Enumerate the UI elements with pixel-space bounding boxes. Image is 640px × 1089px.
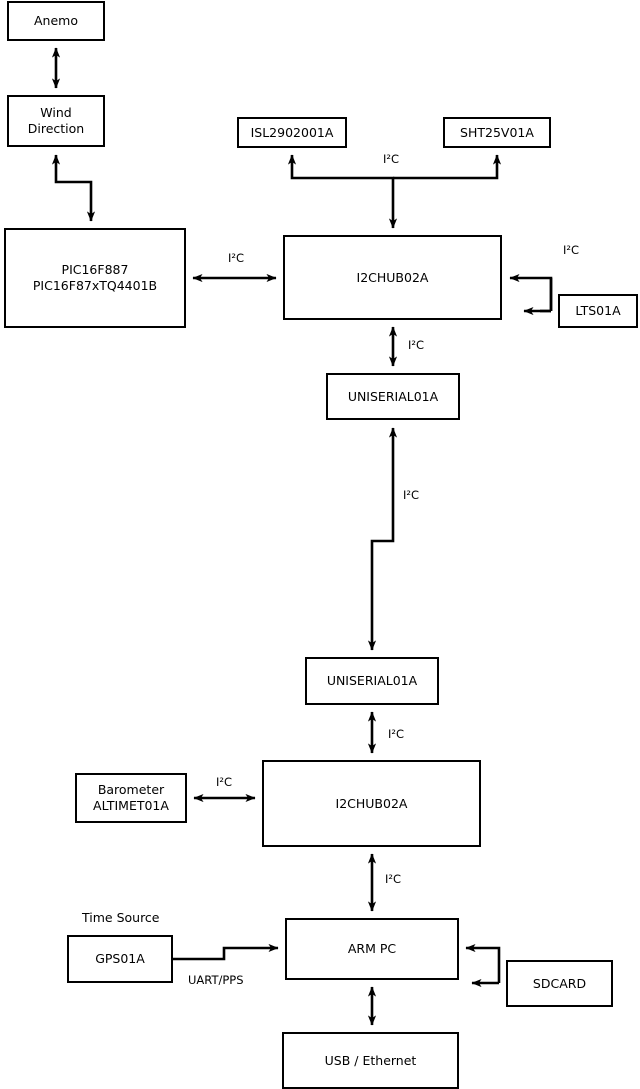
label-time-source: Time Source bbox=[82, 910, 160, 925]
edge-label-hub-lts-i2c: I²C bbox=[563, 243, 580, 257]
edge-hubtop-bus bbox=[287, 154, 398, 229]
node-lts01a[interactable]: LTS01A bbox=[558, 294, 638, 328]
node-pic-mcu[interactable]: PIC16F887 PIC16F87xTQ4401B bbox=[4, 228, 186, 328]
edge-bus-sht bbox=[393, 154, 502, 180]
node-barometer-altimet01a[interactable]: Barometer ALTIMET01A bbox=[75, 773, 187, 823]
edge-label-gps-armpc-uart: UART/PPS bbox=[188, 973, 244, 987]
node-uniserial01a-top-label: UNISERIAL01A bbox=[347, 388, 439, 404]
edge-armpc-sdcard-in bbox=[465, 943, 501, 983]
node-gps01a[interactable]: GPS01A bbox=[67, 935, 173, 983]
node-uniserial01a-bottom-label: UNISERIAL01A bbox=[326, 673, 418, 689]
edge-pic-wind bbox=[51, 154, 96, 222]
edge-uniserial-uniserial bbox=[367, 427, 398, 651]
node-isl2902001a[interactable]: ISL2902001A bbox=[237, 117, 347, 148]
node-sht25v01a-label: SHT25V01A bbox=[460, 124, 534, 140]
node-isl2902001a-label: ISL2902001A bbox=[250, 124, 334, 140]
node-wind-direction[interactable]: Wind Direction bbox=[7, 95, 105, 147]
node-lts01a-label: LTS01A bbox=[575, 303, 621, 319]
edge-gps-armpc bbox=[173, 943, 279, 961]
node-sdcard[interactable]: SDCARD bbox=[506, 960, 613, 1007]
node-pic-mcu-label: PIC16F887 PIC16F87xTQ4401B bbox=[32, 262, 158, 293]
node-arm-pc[interactable]: ARM PC bbox=[285, 918, 459, 980]
node-uniserial01a-bottom[interactable]: UNISERIAL01A bbox=[305, 657, 439, 705]
node-gps01a-label: GPS01A bbox=[95, 951, 145, 967]
node-usb-ethernet[interactable]: USB / Ethernet bbox=[282, 1032, 459, 1089]
edge-label-barometer-hub2-i2c: I²C bbox=[216, 775, 233, 789]
edge-label-hub2-armpc-i2c: I²C bbox=[385, 872, 402, 886]
edge-label-bus-i2c: I²C bbox=[383, 152, 400, 166]
edge-label-uniserial-hub2-i2c: I²C bbox=[388, 727, 405, 741]
node-wind-direction-label: Wind Direction bbox=[27, 105, 85, 136]
edge-label-uniserial-link-i2c: I²C bbox=[403, 488, 420, 502]
node-usb-ethernet-label: USB / Ethernet bbox=[324, 1052, 417, 1068]
node-anemo-label: Anemo bbox=[34, 13, 78, 29]
node-i2chub02a-top[interactable]: I2CHUB02A bbox=[283, 235, 502, 320]
node-arm-pc-label: ARM PC bbox=[347, 941, 397, 957]
node-i2chub02a-bottom[interactable]: I2CHUB02A bbox=[262, 760, 481, 847]
node-anemo[interactable]: Anemo bbox=[7, 1, 105, 41]
edge-label-pic-hub-i2c: I²C bbox=[228, 251, 245, 265]
node-sdcard-label: SDCARD bbox=[532, 975, 587, 991]
node-i2chub02a-top-label: I2CHUB02A bbox=[356, 269, 429, 285]
node-barometer-altimet01a-label: Barometer ALTIMET01A bbox=[93, 782, 169, 813]
edge-label-hub-uniserial-i2c: I²C bbox=[408, 338, 425, 352]
node-sht25v01a[interactable]: SHT25V01A bbox=[443, 117, 551, 148]
node-i2chub02a-bottom-label: I2CHUB02A bbox=[335, 795, 408, 811]
node-uniserial01a-top[interactable]: UNISERIAL01A bbox=[326, 373, 460, 420]
